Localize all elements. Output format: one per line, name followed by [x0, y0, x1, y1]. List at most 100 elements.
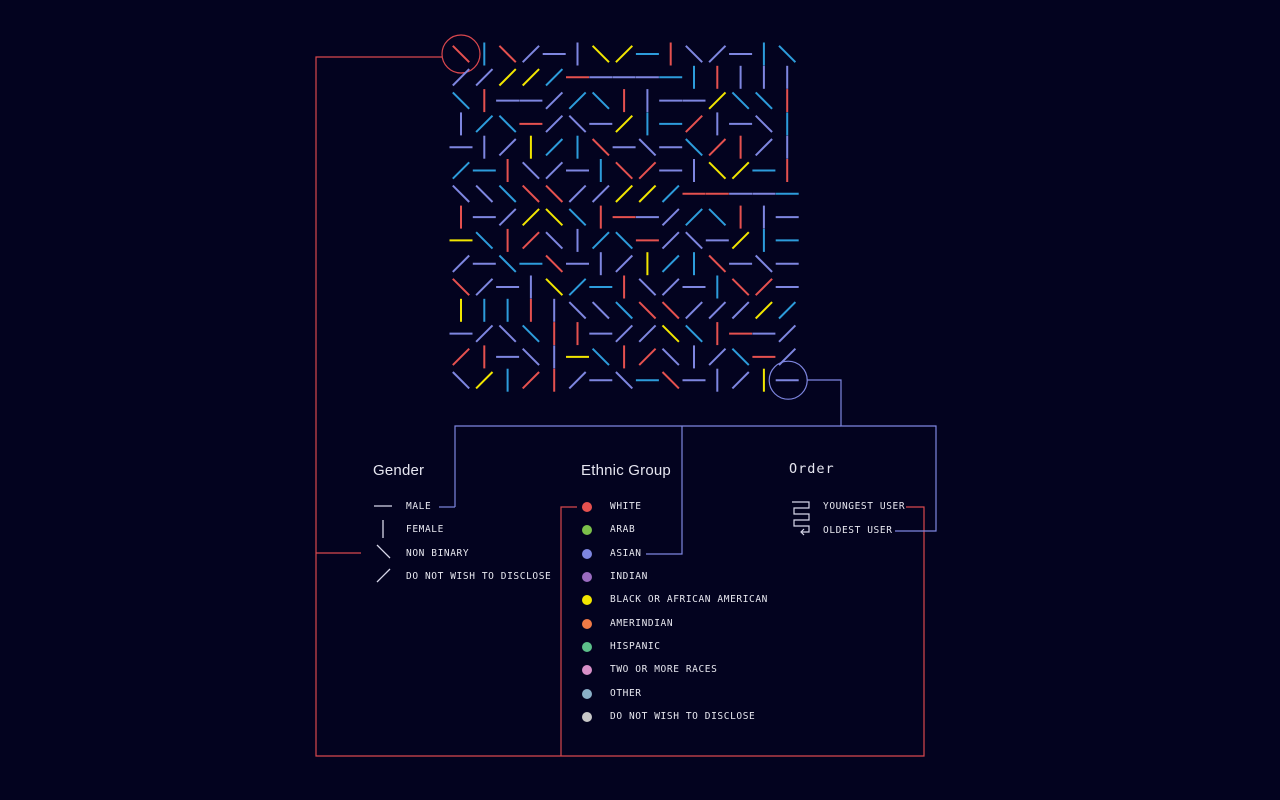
- glyph-mark: [545, 114, 564, 133]
- glyph-mark: [452, 91, 470, 110]
- glyph-mark: [615, 301, 634, 320]
- ethnic-color-dot: [582, 712, 592, 722]
- glyph-mark: [615, 254, 634, 273]
- ethnic-color-dot: [582, 572, 592, 582]
- glyph-mark: [778, 347, 797, 366]
- ethnic-color-dot: [582, 549, 592, 559]
- ethnic-color-dot: [582, 665, 592, 675]
- glyph-mark: [521, 324, 540, 343]
- glyph-mark: [661, 347, 680, 366]
- ethnic-label: HISPANIC: [610, 641, 661, 652]
- male-connector: [454, 425, 841, 507]
- ethnic-color-dot: [582, 595, 592, 605]
- glyph-mark: [521, 347, 540, 366]
- order-zigzag-icon: [792, 501, 810, 536]
- glyph-mark: [452, 254, 470, 273]
- glyph-mark: [638, 278, 657, 296]
- order-label-youngest: YOUNGEST USER: [823, 501, 906, 512]
- glyph-mark: [498, 184, 517, 203]
- glyph-mark: [498, 45, 517, 63]
- glyph-mark: [591, 347, 610, 366]
- zigzag-path: [792, 501, 810, 533]
- glyph-mark: [591, 231, 610, 250]
- glyph-mark: [545, 254, 564, 273]
- glyph-mark: [568, 301, 587, 320]
- glyph-mark: [452, 68, 470, 87]
- glyph-mark: [498, 324, 517, 343]
- glyph-mark: [708, 254, 727, 273]
- glyph-mark: [731, 278, 750, 296]
- glyph-mark: [568, 184, 587, 203]
- glyph-mark: [498, 114, 517, 133]
- glyph-mark: [661, 184, 680, 203]
- glyph-mark: [778, 45, 797, 63]
- glyph-mark: [521, 68, 540, 87]
- ethnic-label: DO NOT WISH TO DISCLOSE: [610, 711, 756, 722]
- glyph-mark: [568, 114, 587, 133]
- glyph-mark: [498, 254, 517, 273]
- glyph-mark: [731, 371, 750, 390]
- glyph-mark: [661, 324, 680, 343]
- glyph-mark: [638, 347, 657, 366]
- glyph-mark: [754, 301, 773, 320]
- glyph-mark: [452, 347, 470, 366]
- glyph-mark: [708, 138, 727, 157]
- glyph-mark: [615, 184, 634, 203]
- glyph-mark: [685, 45, 703, 63]
- glyph-mark: [521, 161, 540, 180]
- ethnic-label: ASIAN: [610, 548, 642, 559]
- glyph-mark: [708, 301, 727, 320]
- glyph-mark: [685, 208, 703, 227]
- ethnic-color-dot: [582, 619, 592, 629]
- glyph-mark: [452, 45, 470, 63]
- glyph-mark: [731, 91, 750, 110]
- ethnic-color-dot: [582, 642, 592, 652]
- youngest-user-connector: [315, 56, 925, 757]
- glyph-mark: [778, 301, 797, 320]
- glyph-mark: [475, 184, 494, 203]
- glyph-mark: [615, 114, 634, 133]
- glyph-mark: [685, 114, 703, 133]
- glyph-mark: [754, 254, 773, 273]
- glyph-mark: [638, 324, 657, 343]
- glyph-mark: [568, 371, 587, 390]
- glyph-mark: [708, 347, 727, 366]
- glyph-mark: [685, 301, 703, 320]
- glyph-mark: [661, 278, 680, 296]
- glyph-mark: [615, 324, 634, 343]
- ethnic-label: TWO OR MORE RACES: [610, 664, 718, 675]
- glyph-mark: [521, 371, 540, 390]
- glyph-mark: [591, 45, 610, 63]
- glyph-mark: [545, 184, 564, 203]
- glyph-mark: [545, 231, 564, 250]
- glyph-mark: [731, 301, 750, 320]
- glyph-mark: [638, 138, 657, 157]
- glyph-mark: [591, 184, 610, 203]
- ethnic-label: ARAB: [610, 524, 636, 535]
- glyph-mark: [498, 68, 517, 87]
- glyph-mark: [568, 208, 587, 227]
- order-label-oldest: OLDEST USER: [823, 525, 893, 536]
- glyph-mark: [638, 301, 657, 320]
- glyph-mark: [731, 161, 750, 180]
- glyph-mark: [568, 91, 587, 110]
- glyph-mark: [521, 45, 540, 63]
- glyph-mark: [685, 324, 703, 343]
- ethnic-label: BLACK OR AFRICAN AMERICAN: [610, 594, 768, 605]
- non-binary-glyph-icon: [376, 544, 391, 559]
- ethnic-label: OTHER: [610, 688, 642, 699]
- glyph-mark: [615, 161, 634, 180]
- glyph-mark: [754, 138, 773, 157]
- glyph-mark: [685, 231, 703, 250]
- glyph-mark: [661, 301, 680, 320]
- glyph-mark: [475, 68, 494, 87]
- glyph-mark: [708, 161, 727, 180]
- ethnic-group-title: Ethnic Group: [581, 462, 671, 479]
- glyph-mark: [475, 231, 494, 250]
- glyph-mark: [754, 278, 773, 296]
- gender-label-female: FEMALE: [406, 524, 444, 535]
- glyph-mark: [568, 278, 587, 296]
- ethnic-color-dot: [582, 502, 592, 512]
